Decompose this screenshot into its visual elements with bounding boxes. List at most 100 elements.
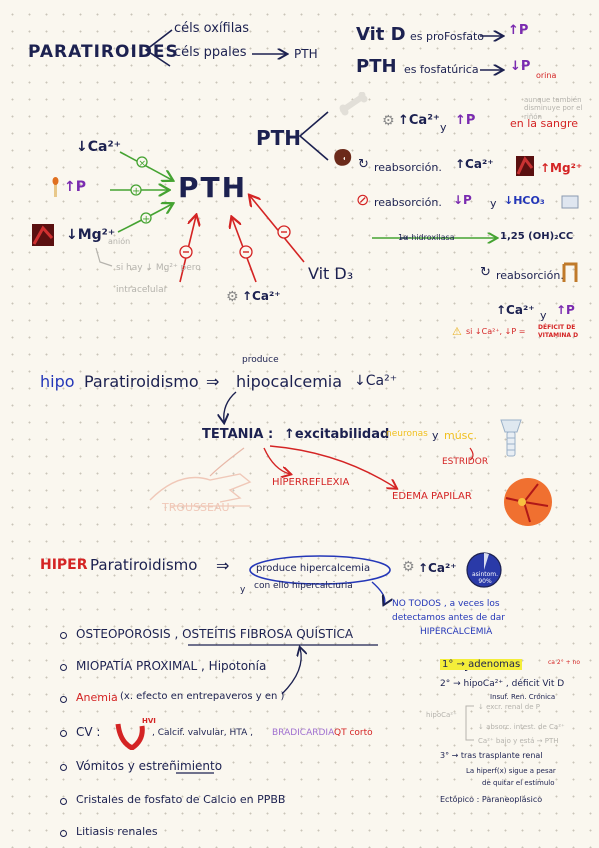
label-orina: orina xyxy=(536,71,557,80)
label-reabsorcion-int: reabsorción. xyxy=(496,269,564,282)
label-bradicardia: BRADICARDIA xyxy=(272,728,335,738)
label-pth-small: PTH xyxy=(294,47,318,61)
label-reg-mg-low: ↓Mg²⁺ xyxy=(66,227,116,243)
label-cause-1: 1° → adenomas xyxy=(440,659,523,670)
label-produce-hipo: produce xyxy=(242,355,279,365)
icon-cycle-3: ↻ xyxy=(480,265,491,280)
label-hipercalciuria: con ello hipercalciuria xyxy=(254,581,353,591)
arrow-tetania-trousseau xyxy=(209,447,245,477)
label-reg-p-up: ↑P xyxy=(64,179,86,195)
kidney-icon xyxy=(334,149,352,166)
label-hvi: HVI xyxy=(142,717,156,725)
label-pth-center: PTH xyxy=(178,171,248,204)
label-cels-oxifilas: céls oxífilas xyxy=(174,21,250,36)
arrow-inh-3 xyxy=(250,196,305,263)
label-sangre-note: aunque también disminuye por el riñón xyxy=(524,96,583,121)
label-pth-result: ↓P xyxy=(510,59,531,74)
label-kidney2-p: ↓P xyxy=(453,193,472,207)
label-produce-hipercalcemia: produce hipercalcemia xyxy=(256,563,371,574)
label-reg-ca-low: ↓Ca²⁺ xyxy=(76,139,121,155)
list-item-litiasis: Litiasis renales xyxy=(76,825,158,838)
label-vitd-text: es proFosfato xyxy=(410,30,485,43)
label-mg-note-2: si hay ↓ Mg²⁺ pero xyxy=(116,263,201,273)
svg-text:+: + xyxy=(142,214,150,225)
label-excitabilidad: ↑excitabilidad xyxy=(284,427,390,442)
branch-bracket-top xyxy=(144,29,173,67)
label-reg-vitd3: Vit D₃ xyxy=(308,264,354,283)
label-int-ca: ↑Ca²⁺ xyxy=(496,303,535,317)
bullet-1 xyxy=(60,632,67,639)
label-tetania: TETANIA : xyxy=(202,427,274,442)
label-cv-text: , Calcif. valvular, HTA , xyxy=(152,728,253,738)
label-no-todos-1: NO TODOS , a veces los xyxy=(392,599,500,609)
label-hydroxylase: 1α-hidroxilasa xyxy=(398,233,455,242)
bicarbonate-icon xyxy=(561,195,579,209)
label-hipo-title: Paratiroidismo xyxy=(84,372,199,391)
label-en-la-sangre: en la sangre xyxy=(510,117,579,130)
icon-implies-hiper: ⇒ xyxy=(216,556,230,575)
label-pth-effects: PTH xyxy=(256,126,302,150)
arrow-ca-pth xyxy=(119,151,172,180)
label-hipocalcemia: hipocalcemia xyxy=(236,372,343,391)
label-cause-3-sub1: La hiperf(x) sigue a pesar xyxy=(466,767,556,775)
label-vitd-result: ↑P xyxy=(508,23,529,38)
arrow-tetania-edema xyxy=(269,445,396,488)
label-deficit-vitd: DÉFICIT DE VITAMINA D xyxy=(538,324,579,339)
larynx-icon xyxy=(500,419,522,457)
icon-block-cycle: ⊘ xyxy=(356,190,370,209)
retina-icon xyxy=(504,478,552,526)
label-cause-2-note4: Ca²⁺ bajo y está → PTH xyxy=(478,737,559,745)
arrow-hipo-tetania xyxy=(224,391,237,422)
label-edema-papilar: EDEMA PAPILAR xyxy=(392,491,472,502)
list-item-cristales: Cristales de fosfato de Calcio en PPBB xyxy=(76,793,286,806)
label-cels-ppales: céls ppales xyxy=(174,45,247,60)
label-mg-note-3: intracelular xyxy=(116,285,168,295)
bullet-7 xyxy=(60,830,67,837)
label-cause-2-note2: ↓ excr. renal de P xyxy=(478,703,540,711)
list-item-anemia: Anemia xyxy=(76,691,118,704)
label-no-todos-2: detectamos antes de dar xyxy=(392,613,506,623)
label-anion-note: anión xyxy=(108,237,131,246)
arrow-estridor xyxy=(469,447,474,461)
trousseau-hand-icon xyxy=(149,473,252,507)
label-bone-y: y xyxy=(440,121,447,134)
label-no-todos-3: HIPERCALCEMIA xyxy=(420,627,493,637)
label-hiper-y: y xyxy=(240,585,246,595)
label-reg-ca-high: ↑Ca²⁺ xyxy=(242,289,281,303)
label-reabsorcion-2: reabsorción. xyxy=(374,196,442,209)
label-cause-2-note3: ↓ absorc. intest. de Ca²⁺ xyxy=(478,723,565,731)
label-hiper-prefix: HIPER xyxy=(40,557,88,573)
label-trousseau: TROUSSEAU xyxy=(162,501,230,514)
svg-text:+: + xyxy=(132,186,140,197)
label-cause-2-note1: hipoCa²⁺ xyxy=(426,711,457,719)
label-hiper-ca: ↑Ca²⁺ xyxy=(418,561,457,575)
svg-text:×: × xyxy=(139,159,147,169)
label-musc: músc. xyxy=(444,429,477,442)
list-item-cv: CV : xyxy=(76,725,101,739)
list-item-anemia-note: (x. efecto en entrepaveros y en ) xyxy=(120,691,285,702)
bullet-3 xyxy=(60,696,67,703)
label-hiperreflexia: HIPERREFLEXIA xyxy=(272,477,350,488)
label-kidney-mg: ↑Mg²⁺ xyxy=(540,161,583,175)
label-cause-2: 2° → hipoCa²⁺ , déficit Vit D xyxy=(440,679,565,689)
label-hiper-title: Paratiroidismo xyxy=(90,556,198,574)
label-cause-1-note: ca 2° + no xyxy=(548,659,581,666)
bullet-2 xyxy=(60,664,67,671)
icon-implies-hipo: ⇒ xyxy=(206,372,220,391)
label-cause-3: 3° → tras trasplante renal xyxy=(440,751,543,760)
label-vitd-active: 1,25 (OH)₂CC xyxy=(500,231,574,242)
icon-cycle-1: ↻ xyxy=(358,157,369,172)
list-item-miopatia: MIOPATÍA PROXIMAL , Hipotonía xyxy=(76,659,267,673)
ca-crystal-icon-2: ⚙ xyxy=(226,289,239,305)
label-kidney-ca: ↑Ca²⁺ xyxy=(455,157,494,171)
intestine-icon xyxy=(562,262,578,282)
label-cause-3-sub2: de quitar el estímulo xyxy=(482,779,555,787)
label-hipo-prefix: hipo xyxy=(40,372,75,391)
muscle-image-icon xyxy=(516,156,534,176)
arrow-tetania-hiperreflexia xyxy=(263,447,290,474)
label-bone-p: ↑P xyxy=(455,113,476,128)
ca-crystal-icon-3: ⚙ xyxy=(402,559,415,575)
label-estridor: ESTRIDOR xyxy=(442,457,489,467)
mg-image-icon xyxy=(32,224,54,246)
